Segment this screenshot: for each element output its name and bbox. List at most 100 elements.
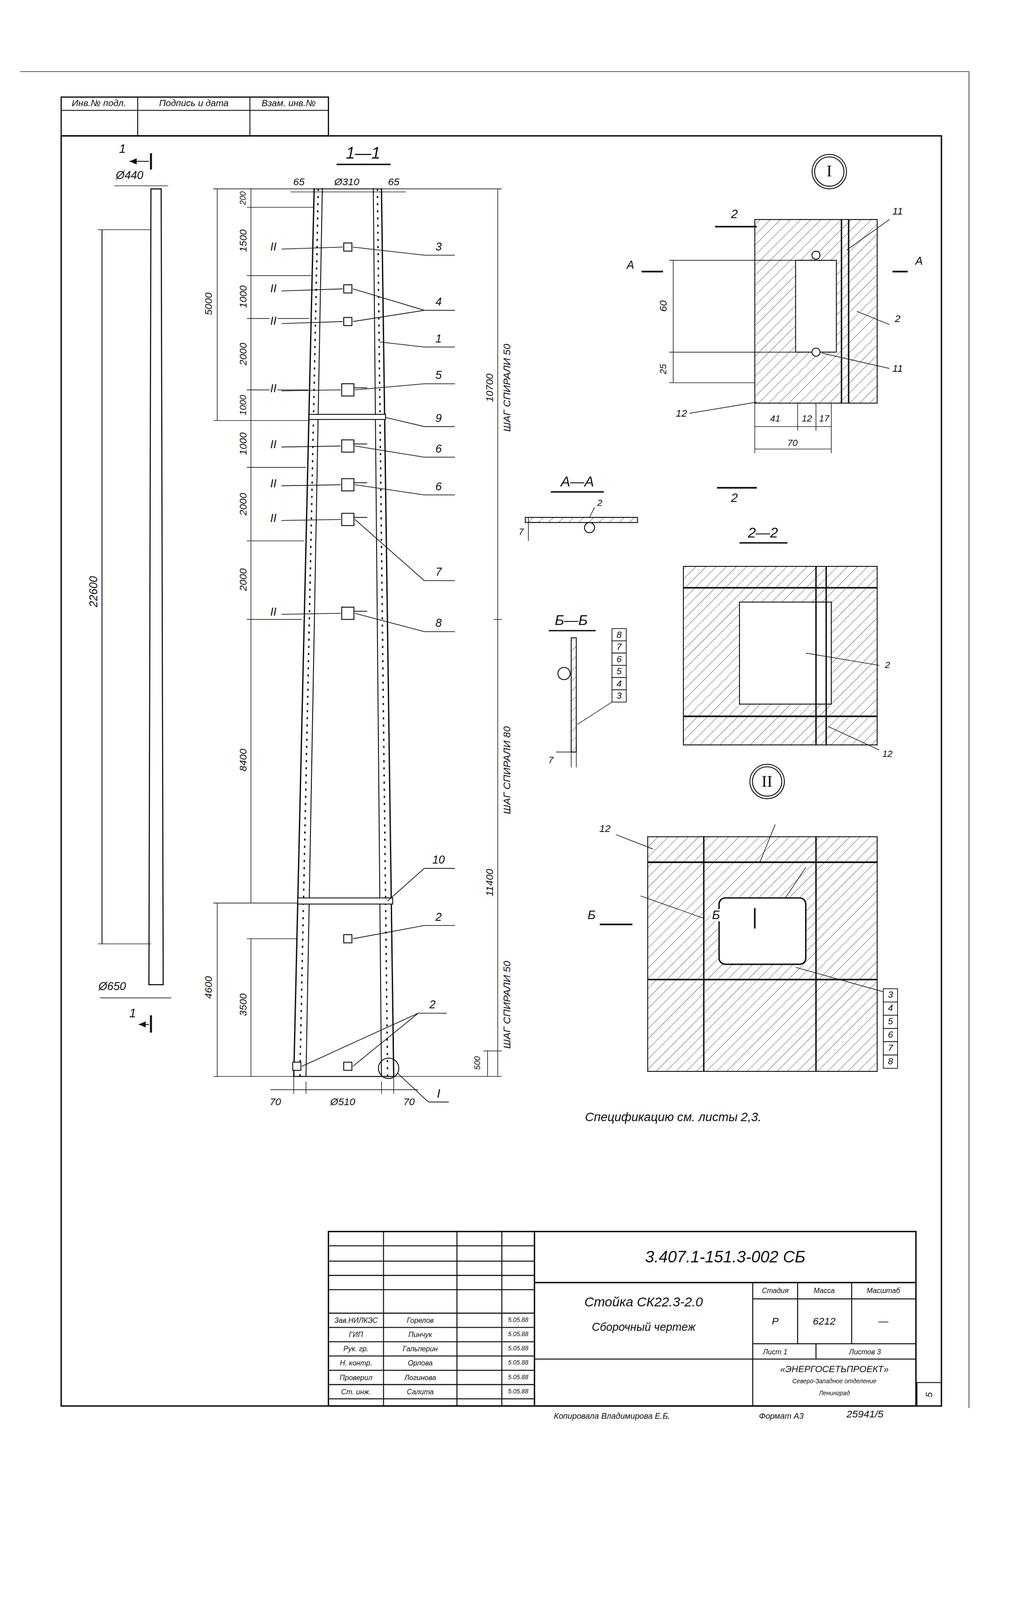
drawing-label: 1 [118,143,127,156]
drawing-label: Горелов [405,1316,435,1324]
circle-ring [811,154,847,189]
drawing-label: 3.407.1-151.3-002 СБ [644,1248,807,1265]
drawing-label: II [269,282,278,294]
drawing-label: 41 [769,413,782,423]
drawing-label: 65 [292,176,306,187]
drawing-label: II [269,477,278,489]
drawing-label: 5.05.88 [507,1330,530,1338]
drawing-label: 8400 [237,747,248,773]
drawing-label: 4 [434,296,443,308]
drawing-label: 8 [434,617,443,629]
drawing-label: 7 [615,642,623,652]
drawing-label: 1—1 [345,144,382,162]
drawing-label: 12 [800,413,813,423]
drawing-label: Гальперин [401,1344,439,1352]
drawing-label: 70 [268,1096,283,1107]
drawing-label: 2 [730,491,739,505]
drawing-label: 2 [730,208,739,221]
drawing-label: ШАГ СПИРАЛИ 50 [501,342,513,433]
drawing-label: Б [586,908,597,922]
drawing-label: Лист 1 [762,1347,789,1355]
title-block [328,1231,917,1407]
drawing-label: Инв.№ подл. [71,98,128,108]
drawing-label: 2 [434,911,443,923]
circle-ring [814,156,844,187]
drawing-label: Б [711,908,721,922]
drawing-label: А [914,255,924,267]
drawing-label: 6 [886,1029,894,1040]
drawing-label: Орлова [406,1358,434,1367]
circle-ring [752,766,782,796]
detail-circle: II [748,762,786,800]
drawing-label: 70 [402,1096,416,1107]
leader-lines [281,246,455,1102]
drawing-label: 1 [128,1006,137,1020]
drawing-label: 3 [615,691,623,701]
drawing-label: II [269,439,278,451]
drawing-label: 5.05.88 [507,1359,530,1367]
drawing-label: Масштаб [865,1286,901,1294]
drawing-label: 5.05.88 [507,1374,530,1381]
drawing-label: 12 [881,749,894,759]
drawing-label: 65 [387,176,401,187]
drawing-label: 12 [674,408,688,419]
drawing-label: Рук. гр. [342,1344,370,1352]
drawing-label: 6 [615,654,623,664]
drawing-label: Н. контр. [338,1358,373,1367]
drawing-label: А—А [559,474,595,489]
drawing-label: 2000 [237,567,248,592]
drawing-label: 500 [473,1055,482,1071]
drawing-label: 1500 [237,228,248,253]
detail-mark: I [826,162,832,180]
drawing-label: 3500 [237,992,248,1018]
drawing-label: 3 [434,241,443,253]
drawing-label: 2000 [237,341,248,366]
section-2-2 [683,542,880,750]
drawing-label: II [269,315,278,327]
drawing-label: Ø510 [329,1096,357,1107]
drawing-label: 1000 [238,393,248,417]
drawing-label: Копировала Владимирова Е.Б. [552,1411,672,1420]
drawing-label: А [625,259,636,271]
drawing-label: 1 [434,333,443,345]
drawing-label: 5 [434,369,443,382]
drawing-label: 22600 [88,575,100,608]
drawing-label: 2 [893,313,902,324]
drawing-label: 6 [434,443,443,455]
drawing-label: 6212 [811,1315,837,1327]
drawing-label: Пинчук [407,1330,434,1338]
drawing-label: ГИП [348,1330,365,1338]
drawing-label: Салита [405,1387,435,1395]
drawing-label: 7 [547,755,555,765]
drawing-label: «ЭНЕРГОСЕТЬПРОЕКТ» [778,1364,890,1374]
drawing-label: 5 [924,1390,934,1399]
drawing-label: Ст. инж. [340,1387,372,1395]
drawing-label: Подпись и дата [158,98,230,108]
circle-ring [749,763,785,799]
detail-II [599,824,898,1072]
drawing-label: I [436,1087,442,1100]
drawing-label: 8 [886,1056,894,1066]
drawing-label: 2 [883,660,891,670]
drawing-label: ШАГ СПИРАЛИ 50 [501,959,513,1050]
drawing-label: Листов 3 [848,1347,882,1355]
drawing-label: II [269,512,278,524]
drawing-label: Ø440 [115,169,145,181]
section-B-B [548,628,627,767]
drawing-label: Взам. инв.№ [260,98,317,108]
drawing-label: 4 [615,678,623,688]
drawing-label: 5 [886,1016,894,1026]
drawing-label: 60 [657,299,668,313]
drawing-label: 10700 [484,372,495,403]
drawing-label: 2 [428,999,437,1011]
sheet-frame [20,71,970,1408]
section-A-A [525,491,638,541]
drawing-label: 8 [615,629,623,640]
drawing-label: 4600 [202,975,214,1000]
drawing-label: Масса [812,1286,836,1294]
drawing-label: 5000 [202,291,214,317]
drawing-label: Ø310 [333,176,361,187]
drawing-label: 2000 [237,491,248,517]
drawing-label: 200 [238,190,247,206]
